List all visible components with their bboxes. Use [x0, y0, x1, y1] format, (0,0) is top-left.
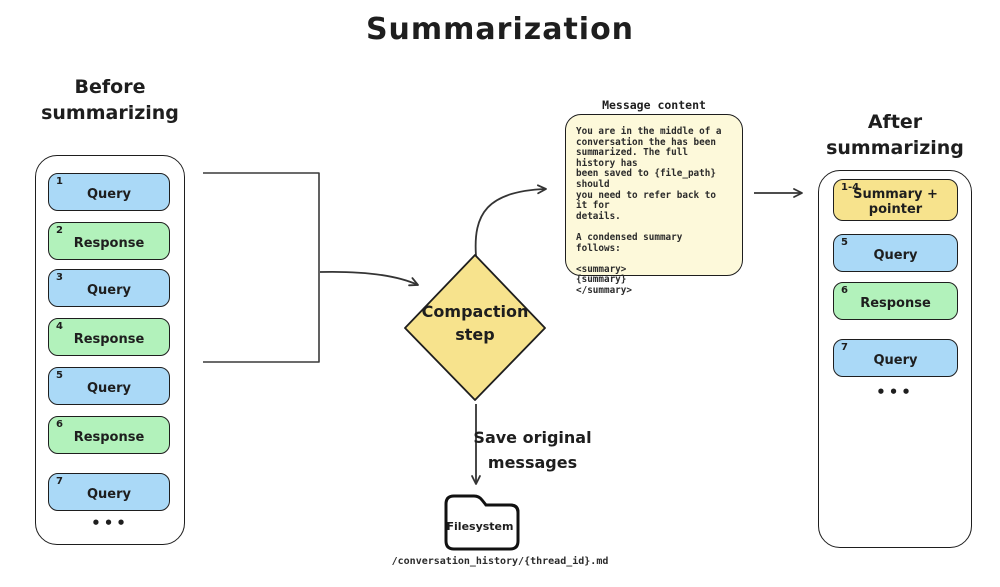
message-box-7: 7 Query	[48, 473, 170, 511]
message-number: 2	[56, 225, 63, 236]
message-box-1: 1 Query	[48, 173, 170, 211]
after-summarizing-label: After summarizing	[826, 111, 964, 159]
message-number: 7	[56, 476, 63, 487]
message-box-6-after: 6 Response	[833, 282, 958, 320]
message-box-5: 5 Query	[48, 367, 170, 405]
save-original-messages-label: Save original messages	[473, 428, 592, 472]
message-label: Summary + pointer	[853, 187, 938, 217]
message-box-2: 2 Response	[48, 222, 170, 260]
message-label: Query	[873, 352, 918, 368]
message-number: 1	[56, 176, 63, 187]
message-number: 6	[841, 285, 848, 296]
message-label: Query	[86, 282, 131, 298]
message-label: Response	[73, 331, 145, 347]
message-box-4: 4 Response	[48, 318, 170, 356]
message-box-7-after: 7 Query	[833, 339, 958, 377]
folder-icon	[444, 494, 520, 551]
message-content-label: Message content	[602, 98, 706, 112]
message-label: Query	[86, 380, 131, 396]
message-number: 5	[841, 237, 848, 248]
message-content-note: You are in the middle of a conversation …	[565, 114, 743, 296]
compaction-step-label: Compaction step	[421, 302, 529, 344]
message-number: 3	[56, 272, 63, 283]
group-bracket	[203, 172, 320, 363]
message-number: 5	[56, 370, 63, 381]
filesystem-path: /conversation_history/{thread_id}.md	[391, 556, 609, 567]
after-conversation-container: 1-4 Summary + pointer 5 Query 6 Response…	[818, 170, 972, 548]
message-box-5-after: 5 Query	[833, 234, 958, 272]
message-number: 7	[841, 342, 848, 353]
arrow-to-compaction	[319, 270, 419, 287]
message-label: Response	[73, 235, 145, 251]
more-messages-ellipsis-after: •••	[876, 383, 914, 401]
more-messages-ellipsis: •••	[91, 514, 129, 532]
before-conversation-container: 1 Query 2 Response 3 Query 4 Response 5 …	[35, 155, 185, 545]
filesystem-node: Filesystem	[436, 488, 524, 552]
message-label: Query	[873, 247, 918, 263]
message-label: Query	[86, 486, 131, 502]
message-box-3: 3 Query	[48, 269, 170, 307]
filesystem-label: Filesystem	[446, 520, 514, 533]
message-label: Response	[860, 295, 931, 311]
message-label: Response	[73, 429, 145, 445]
message-label: Query	[86, 186, 131, 202]
message-box-6: 6 Response	[48, 416, 170, 454]
before-summarizing-label: Before summarizing	[41, 76, 179, 124]
message-number: 4	[56, 321, 63, 332]
message-number: 1-4	[841, 182, 860, 193]
arrow-to-note	[474, 184, 547, 257]
message-content-text: You are in the middle of a conversation …	[576, 126, 722, 296]
summary-pointer-box: 1-4 Summary + pointer	[833, 179, 958, 221]
page-title: Summarization	[365, 12, 635, 47]
message-number: 6	[56, 419, 63, 430]
